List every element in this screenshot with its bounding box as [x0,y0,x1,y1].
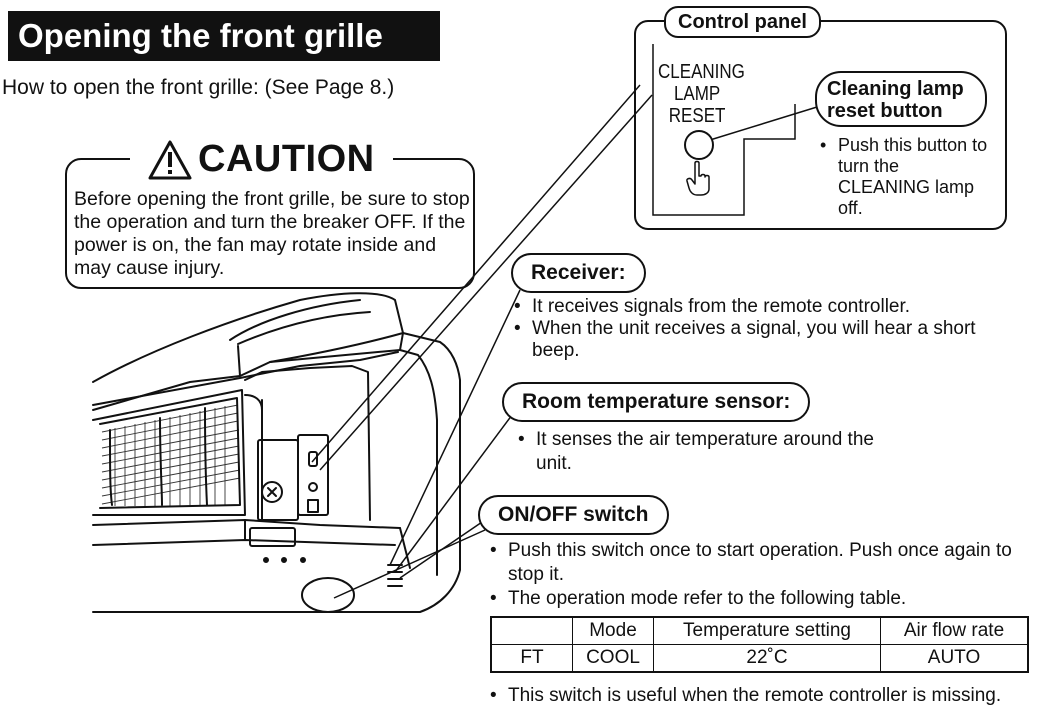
operation-mode-table: Mode Temperature setting Air flow rate F… [490,616,1029,673]
caution-text: Before opening the front grille, be sure… [74,188,470,279]
table-cell: FT [490,644,573,673]
air-conditioner-illustration [92,292,461,613]
control-panel-leader-a [311,84,641,463]
list-item: This switch is useful when the remote co… [486,685,1036,707]
list-item: Push this button to turn the CLEANING la… [816,135,996,219]
table-cell: 22˚C [653,644,881,673]
table-header-cell: Mode [572,616,654,645]
page-title: Opening the front grille [8,11,440,61]
intro-text: How to open the front grille: (See Page … [2,76,395,99]
table-header-cell: Air flow rate [880,616,1029,645]
label-line: Cleaning lamp [827,78,964,100]
cleaning-lamp-reset-text: CLEANING LAMP RESET [658,61,745,127]
onoff-switch-label: ON/OFF switch [478,495,669,535]
table-header-cell: Temperature setting [653,616,881,645]
warning-icon [148,140,192,179]
label-line: reset button [827,100,943,122]
pointing-hand-icon [686,160,710,196]
cleaning-lamp-reset-label: Cleaning lamp reset button [815,71,987,127]
table-cell: AUTO [880,644,1029,673]
table-header-row: Mode Temperature setting Air flow rate [490,616,1029,645]
list-item: Push this switch once to start operation… [486,539,1031,587]
onoff-leader-b [333,529,486,599]
receiver-leader [389,289,521,566]
panel-text-line: RESET [668,105,726,127]
onoff-bullets: Push this switch once to start operation… [486,539,1031,611]
control-panel-outline [652,44,796,216]
table-header-cell [490,616,573,645]
table-cell: COOL [572,644,654,673]
room-sensor-bullets: It senses the air temperature around the… [514,428,914,476]
control-panel-leader-b [319,94,653,471]
list-item: It receives signals from the remote cont… [510,296,980,318]
control-panel-bullets: Push this button to turn the CLEANING la… [816,135,996,219]
list-item: It senses the air temperature around the… [514,428,914,476]
receiver-bullets: It receives signals from the remote cont… [510,296,980,362]
panel-text-line: LAMP [673,83,721,105]
room-sensor-leader [394,414,513,573]
onoff-note-bullet: This switch is useful when the remote co… [486,685,1036,707]
cleaning-lamp-reset-button[interactable] [684,130,714,160]
caution-title: CAUTION [198,138,375,180]
control-panel-label: Control panel [664,6,821,38]
cleaning-lamp-leader [709,102,831,141]
list-item: When the unit receives a signal, you wil… [510,318,980,362]
room-temperature-sensor-label: Room temperature sensor: [502,382,811,422]
list-item: The operation mode refer to the followin… [486,587,1031,611]
table-row: FT COOL 22˚C AUTO [490,644,1029,673]
receiver-label: Receiver: [511,253,646,293]
panel-text-line: CLEANING [658,61,745,83]
caution-heading: CAUTION [130,138,393,181]
